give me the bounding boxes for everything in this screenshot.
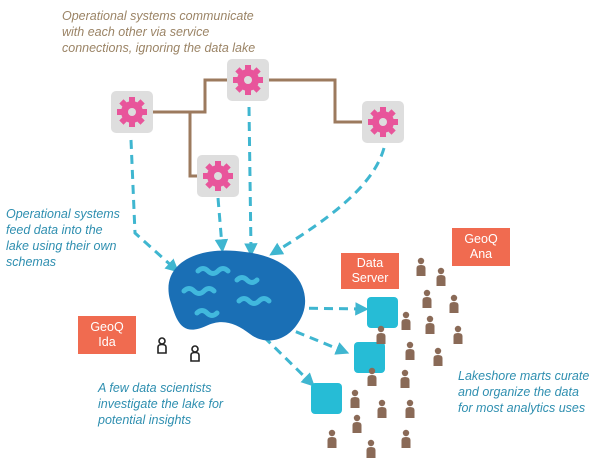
person-icon (422, 289, 432, 308)
annotation-service-connections: Operational systems communicate with eac… (62, 9, 256, 55)
person-icon (352, 414, 362, 433)
lakeshore-marts (311, 297, 398, 414)
person-icon (190, 345, 200, 362)
tag-geoq-ida: GeoQ Ida (78, 316, 136, 354)
person-icon (405, 399, 415, 418)
data-lake (168, 250, 306, 341)
tag-data-server: Data Server (341, 253, 399, 289)
person-icon (377, 399, 387, 418)
tag-data-server-label: Data Server (351, 256, 389, 285)
tag-geoq-ana-label: GeoQ Ana (464, 232, 498, 261)
flow-arrow (244, 106, 258, 257)
person-icon (327, 429, 337, 448)
person-icon (425, 315, 435, 334)
person-icon (157, 337, 167, 354)
person-icon (433, 347, 443, 366)
person-icon (400, 369, 410, 388)
person-icon (367, 367, 377, 386)
flow-arrow (281, 324, 350, 355)
operational-system (227, 59, 269, 101)
person-icon (376, 325, 386, 344)
flow-arrow (129, 139, 180, 273)
data-scientists (157, 337, 200, 362)
person-icon (366, 439, 376, 458)
person-icon (416, 257, 426, 276)
mart-square (354, 342, 385, 373)
annotation-lakeshore-marts: Lakeshore marts curate and organize the … (458, 369, 590, 415)
operational-system (111, 91, 153, 133)
flow-arrow (262, 335, 315, 387)
person-icon (449, 294, 459, 313)
person-icon (405, 341, 415, 360)
gear-icon (117, 97, 147, 127)
mart-square (367, 297, 398, 328)
connection-line (132, 78, 248, 114)
operational-system (362, 101, 404, 143)
tag-geoq-ida-label: GeoQ Ida (90, 320, 124, 349)
connection-line (248, 78, 383, 124)
lake-waves (181, 266, 272, 318)
annotation-feed-data: Operational systems feed data into the l… (6, 207, 120, 269)
person-icon (453, 325, 463, 344)
gear-icon (368, 107, 398, 137)
gear-icon (233, 65, 263, 95)
operational-system (197, 155, 239, 197)
mart-square (311, 383, 342, 414)
flow-arrow (293, 302, 369, 316)
annotation-data-scientists: A few data scientists investigate the la… (98, 381, 224, 427)
person-icon (401, 311, 411, 330)
flow-arrows (129, 106, 386, 387)
flow-arrow (214, 197, 229, 253)
gear-icon (203, 161, 233, 191)
flow-arrow (269, 147, 386, 256)
tag-geoq-ana: GeoQ Ana (452, 228, 510, 266)
person-icon (436, 267, 446, 286)
person-icon (350, 389, 360, 408)
lake-blob (168, 250, 306, 341)
person-icon (401, 429, 411, 448)
